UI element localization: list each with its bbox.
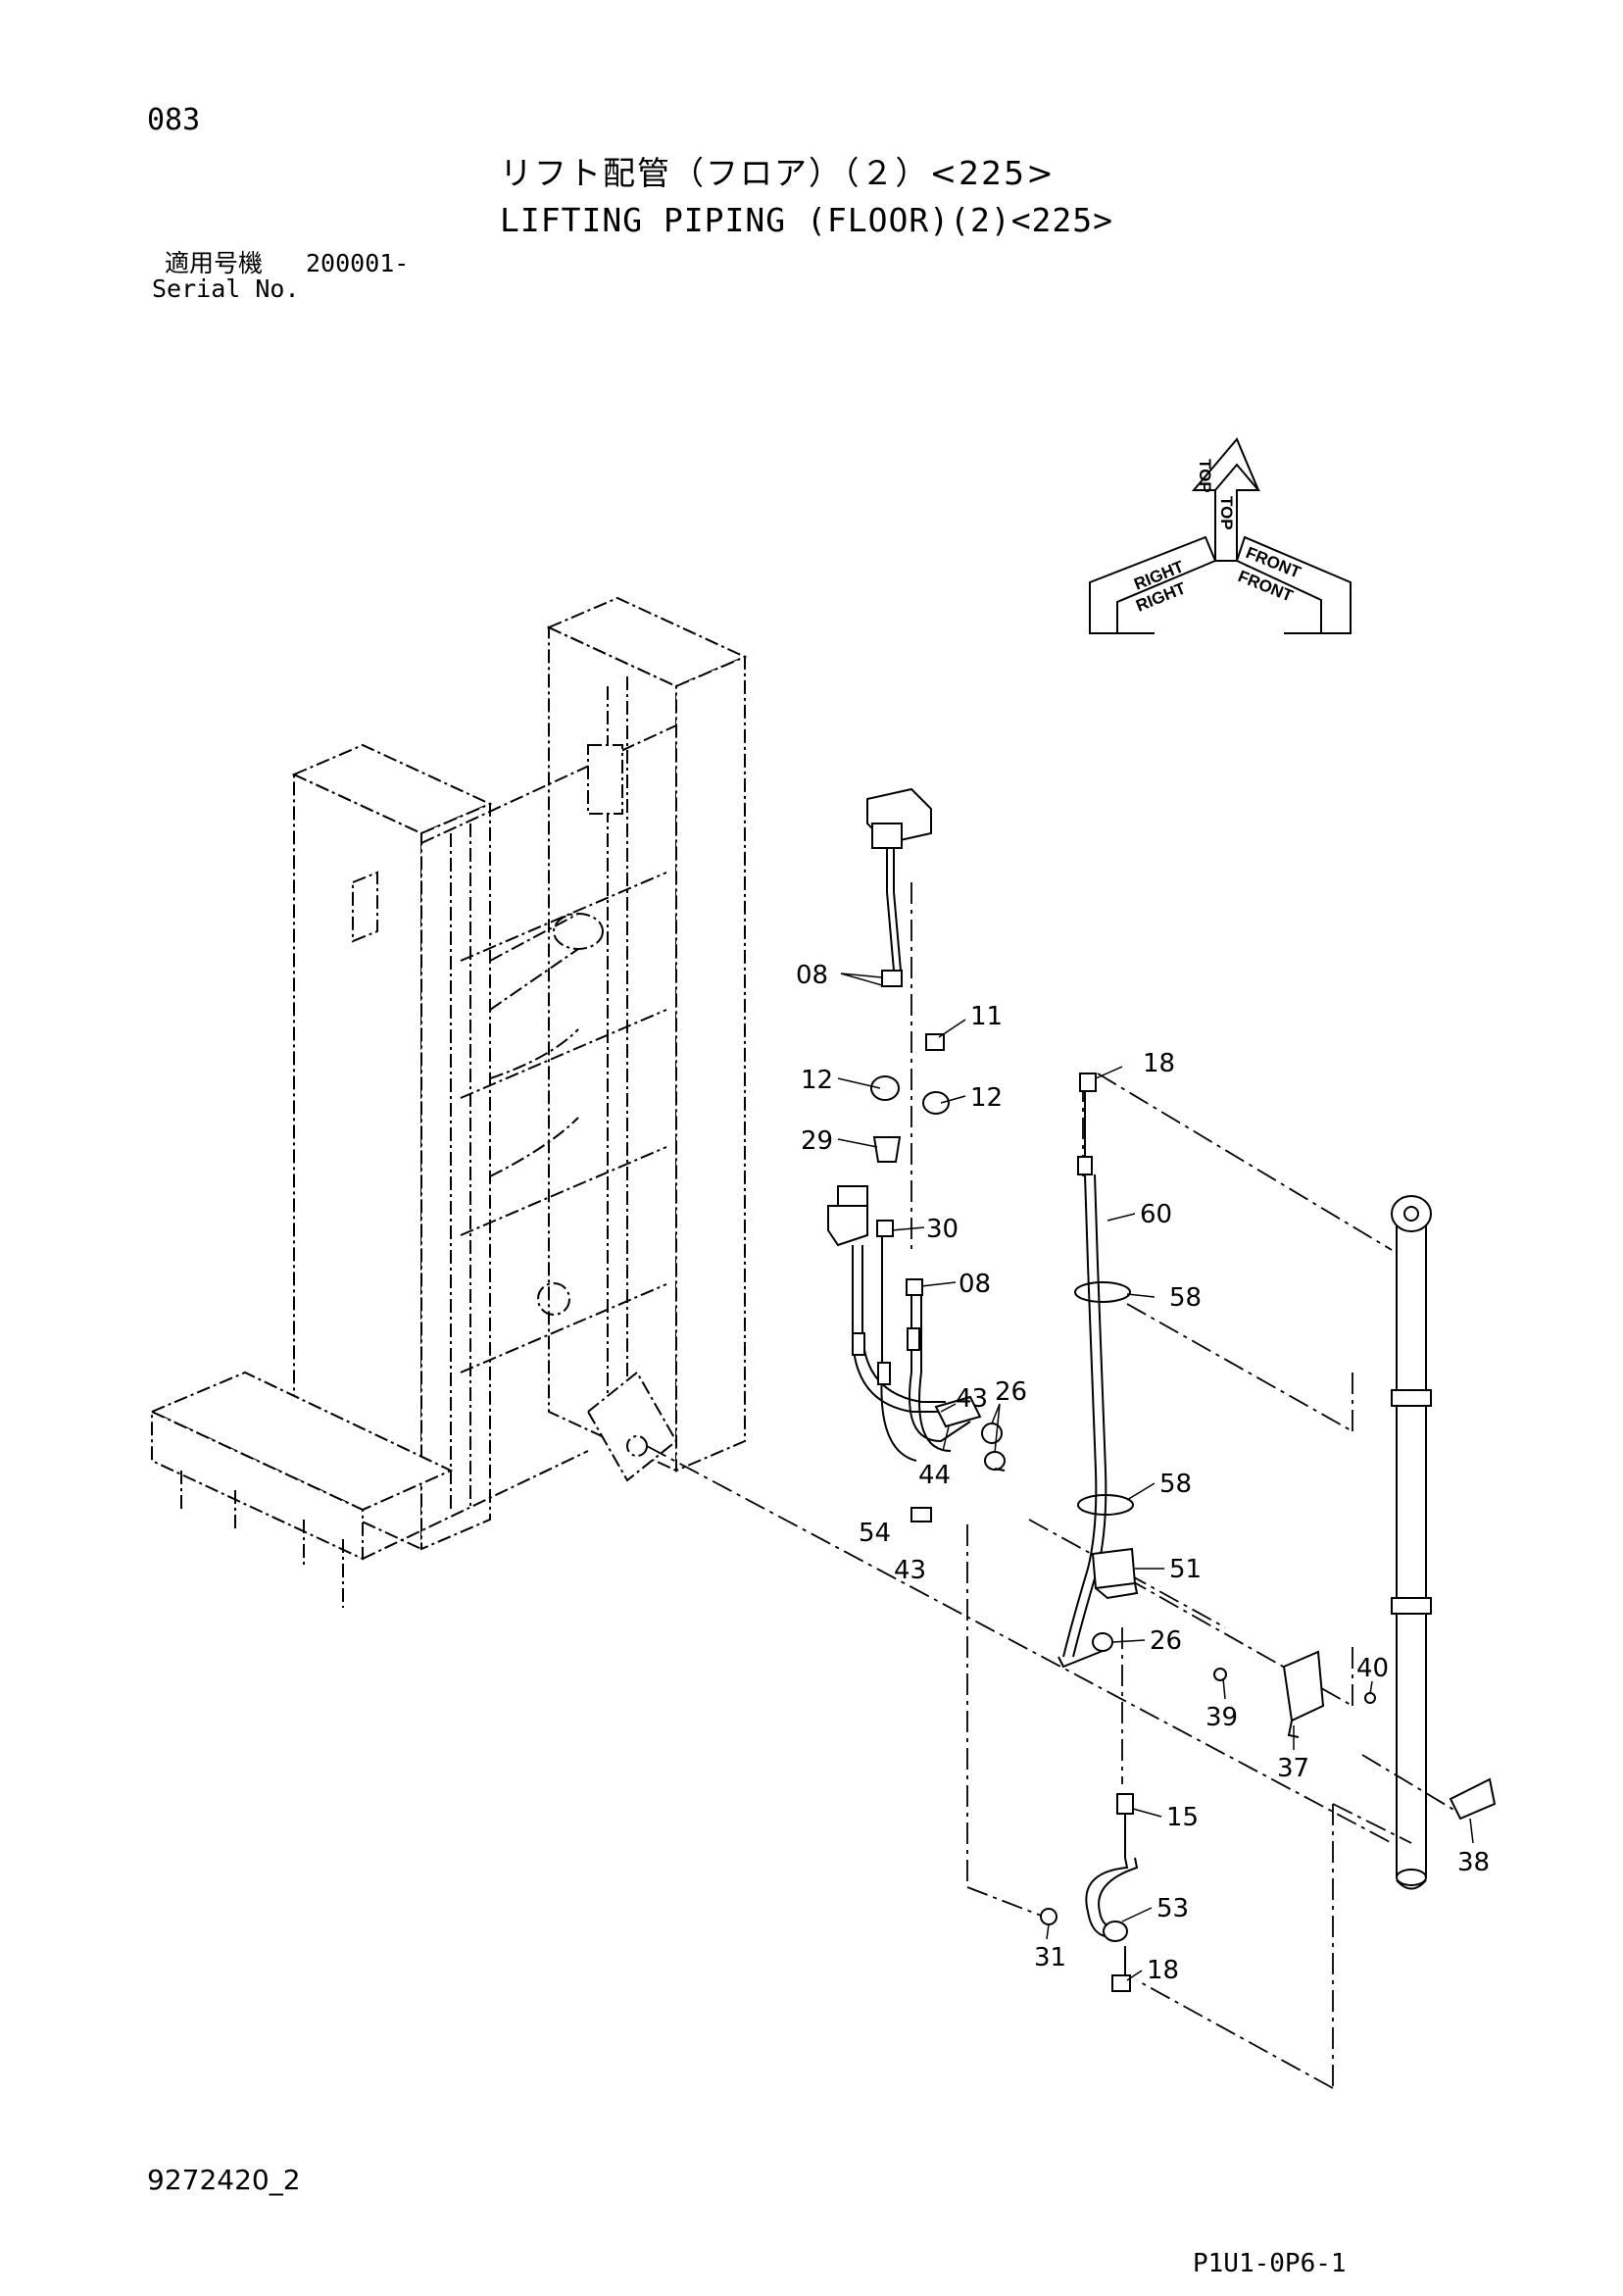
callout-numbers: 08 11 12 12 29 30 08 43 26 44 54 43 18 6… (796, 961, 1490, 1985)
orientation-top-label-inner: TOP (1217, 496, 1236, 530)
callout-12: 12 (970, 1083, 1003, 1113)
callout-12: 12 (801, 1066, 833, 1095)
orientation-top-label: TOP (1196, 459, 1214, 493)
callout-40: 40 (1356, 1654, 1389, 1683)
callout-26: 26 (1150, 1626, 1182, 1656)
control-valve (866, 787, 932, 972)
page-title-japanese: リフト配管（フロア）（２）<225> (500, 154, 1056, 192)
fittings (827, 970, 1006, 1522)
callout-38: 38 (1457, 1848, 1490, 1877)
callout-39: 39 (1205, 1703, 1238, 1732)
callout-leaders (837, 973, 1474, 1981)
callout-15: 15 (1166, 1803, 1199, 1832)
callout-53: 53 (1156, 1894, 1189, 1923)
callout-43: 43 (894, 1556, 926, 1585)
callout-44: 44 (918, 1461, 951, 1490)
callout-51: 51 (1169, 1555, 1202, 1584)
orientation-indicator (1089, 437, 1352, 634)
serial-label-japanese: 適用号機 (165, 249, 264, 277)
page-title-english: LIFTING PIPING (FLOOR)(2)<225> (500, 201, 1114, 239)
drawing-number: 9272420_2 (147, 2164, 301, 2196)
serial-label-english: Serial No. (152, 275, 300, 303)
callout-26: 26 (995, 1377, 1027, 1407)
callout-08: 08 (796, 961, 828, 990)
mast-frame (149, 596, 748, 1608)
callout-37: 37 (1277, 1754, 1309, 1783)
figure-code: P1U1-0P6-1 (1193, 2249, 1347, 2278)
callout-30: 30 (926, 1215, 959, 1244)
callout-58: 58 (1159, 1470, 1192, 1499)
serial-number: 200001- (306, 249, 410, 277)
callout-18: 18 (1147, 1956, 1179, 1985)
callout-31: 31 (1034, 1943, 1066, 1972)
assembly-leader-lines (646, 882, 1461, 2089)
callout-11: 11 (970, 1002, 1003, 1031)
callout-60: 60 (1140, 1200, 1172, 1229)
callout-54: 54 (859, 1519, 891, 1548)
callout-58: 58 (1169, 1283, 1202, 1313)
lift-cylinder-assembly (1040, 1073, 1497, 1992)
callout-08: 08 (959, 1270, 991, 1299)
callout-43: 43 (956, 1384, 988, 1414)
callout-29: 29 (801, 1126, 833, 1156)
page-number: 083 (147, 103, 201, 137)
callout-18: 18 (1143, 1049, 1175, 1078)
